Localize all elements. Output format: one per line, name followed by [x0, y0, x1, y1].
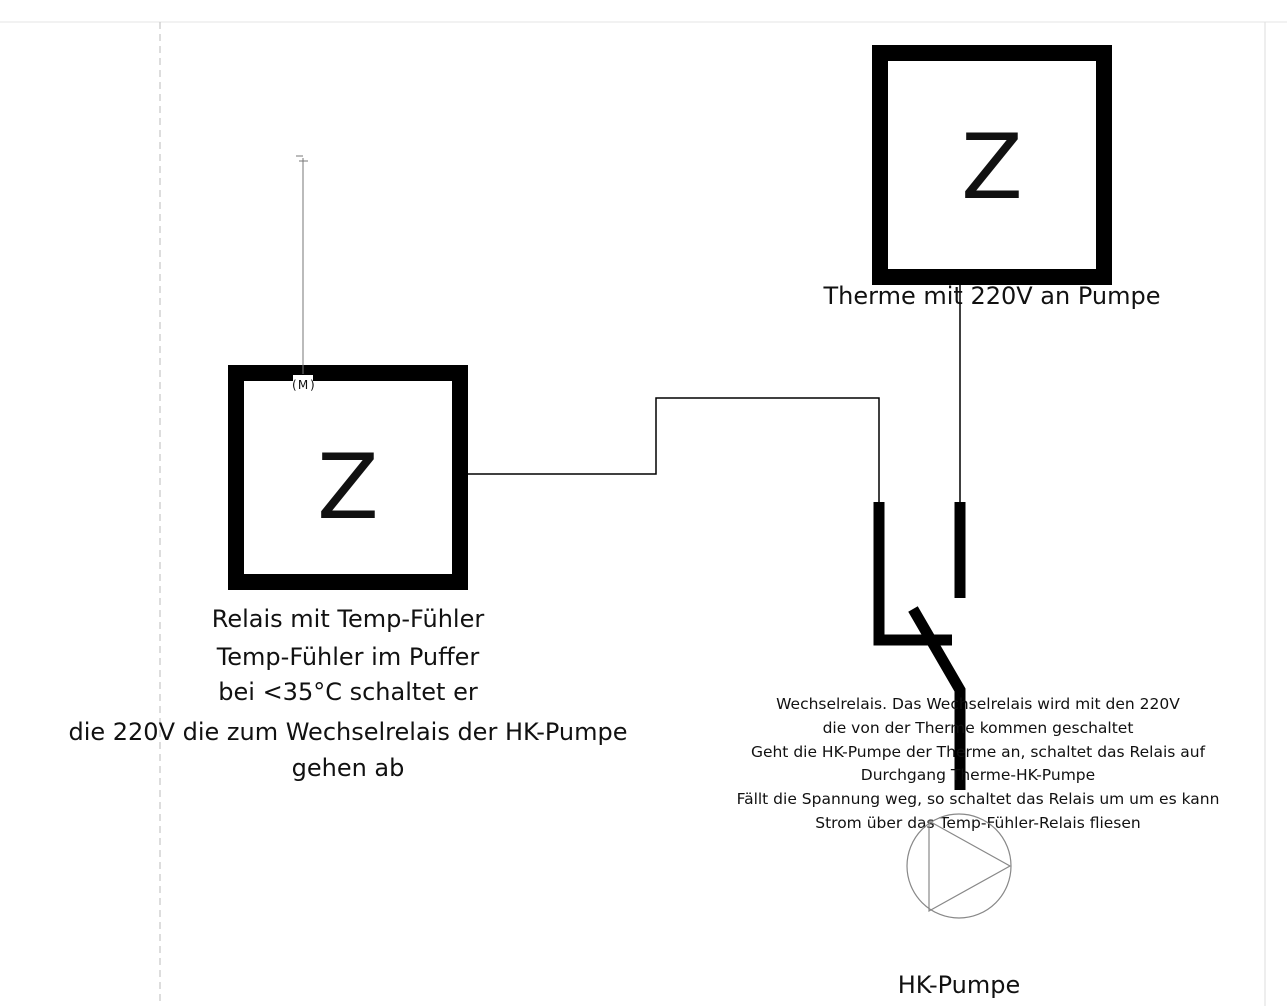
temp-sensor-probe: M ( ) [292, 155, 315, 392]
svg-text:Relais mit Temp-Fühler: Relais mit Temp-Fühler [212, 605, 485, 633]
svg-text:Durchgang Therme-HK-Pumpe: Durchgang Therme-HK-Pumpe [861, 766, 1095, 784]
wire-relay-to-changeover [468, 397, 880, 505]
therme-caption: Therme mit 220V an Pumpe [823, 282, 1161, 310]
changeover-caption: Wechselrelais. Das Wechselrelais wird mi… [737, 695, 1220, 832]
motor-label: M [298, 378, 308, 392]
svg-text:gehen ab: gehen ab [292, 754, 405, 782]
relay-symbol: Z [317, 435, 379, 540]
svg-text:die von der Therme kommen gesc: die von der Therme kommen geschaltet [823, 719, 1134, 737]
therme-unit[interactable]: Z [872, 45, 1112, 285]
svg-text:Geht die HK-Pumpe der Therme a: Geht die HK-Pumpe der Therme an, schalte… [751, 743, 1206, 761]
therme-symbol: Z [961, 115, 1023, 220]
svg-text:Fällt die Spannung weg, so sch: Fällt die Spannung weg, so schaltet das … [737, 790, 1220, 808]
changeover-relay[interactable] [873, 502, 966, 790]
svg-text:bei <35°C schaltet er: bei <35°C schaltet er [218, 678, 478, 706]
motor-paren-icon: ) [310, 378, 315, 392]
pump-icon[interactable] [906, 813, 1012, 919]
svg-text:Strom über das Temp-Fühler-Rel: Strom über das Temp-Fühler-Relais fliese… [815, 814, 1141, 832]
svg-text:die 220V die zum Wechselrelais: die 220V die zum Wechselrelais der HK-Pu… [68, 718, 627, 746]
motor-paren-icon: ( [292, 378, 297, 392]
pump-caption: HK-Pumpe [898, 971, 1021, 999]
svg-text:Wechselrelais. Das Wechselrela: Wechselrelais. Das Wechselrelais wird mi… [776, 695, 1180, 713]
relay-temp-sensor[interactable]: Z [228, 365, 468, 590]
relay-caption: Relais mit Temp-Fühler Temp-Fühler im Pu… [68, 605, 627, 782]
svg-text:Temp-Fühler im Puffer: Temp-Fühler im Puffer [216, 643, 480, 671]
